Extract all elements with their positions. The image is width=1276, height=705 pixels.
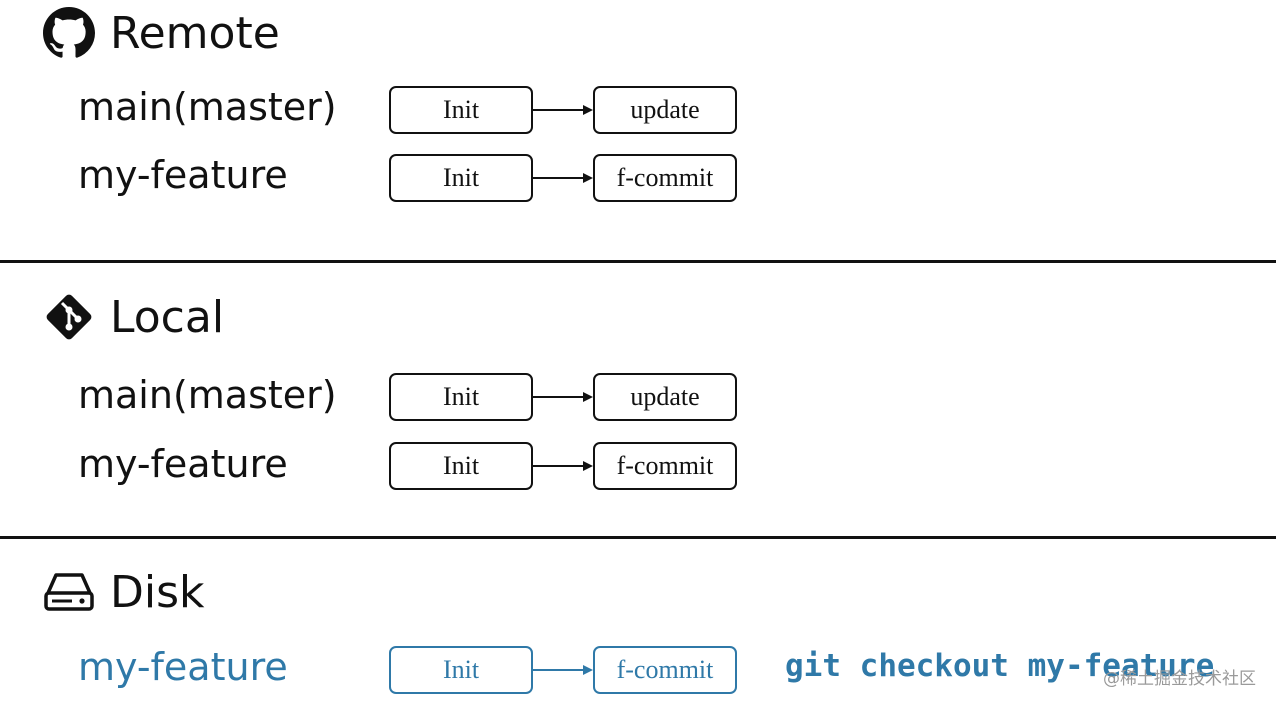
local-branch-feature: my-feature xyxy=(78,442,288,486)
git-icon xyxy=(42,290,96,344)
arrow-icon xyxy=(533,461,593,471)
local-feature-commit-init: Init xyxy=(389,442,533,490)
hard-drive-icon xyxy=(42,565,96,619)
local-section-title: Local xyxy=(42,290,224,344)
section-divider xyxy=(0,536,1276,539)
git-checkout-command: git checkout my-feature xyxy=(785,648,1215,684)
remote-branch-main: main(master) xyxy=(78,85,337,129)
arrow-icon xyxy=(533,173,593,183)
watermark: @稀土掘金技术社区 xyxy=(1103,669,1256,689)
local-main-commit-update: update xyxy=(593,373,737,421)
remote-branch-feature: my-feature xyxy=(78,153,288,197)
section-divider xyxy=(0,260,1276,263)
disk-feature-commit-f: f-commit xyxy=(593,646,737,694)
remote-title-text: Remote xyxy=(110,7,280,59)
disk-feature-commit-init: Init xyxy=(389,646,533,694)
disk-section-title: Disk xyxy=(42,565,205,619)
remote-feature-commit-f: f-commit xyxy=(593,154,737,202)
remote-main-commit-update: update xyxy=(593,86,737,134)
disk-branch-feature: my-feature xyxy=(78,645,288,689)
local-title-text: Local xyxy=(110,291,225,343)
remote-section-title: Remote xyxy=(42,6,280,60)
remote-main-commit-init: Init xyxy=(389,86,533,134)
arrow-icon xyxy=(533,392,593,402)
local-branch-main: main(master) xyxy=(78,373,337,417)
github-icon xyxy=(42,6,96,60)
local-main-commit-init: Init xyxy=(389,373,533,421)
arrow-icon xyxy=(533,665,593,675)
remote-feature-commit-init: Init xyxy=(389,154,533,202)
local-feature-commit-f: f-commit xyxy=(593,442,737,490)
arrow-icon xyxy=(533,105,593,115)
disk-title-text: Disk xyxy=(110,566,205,618)
